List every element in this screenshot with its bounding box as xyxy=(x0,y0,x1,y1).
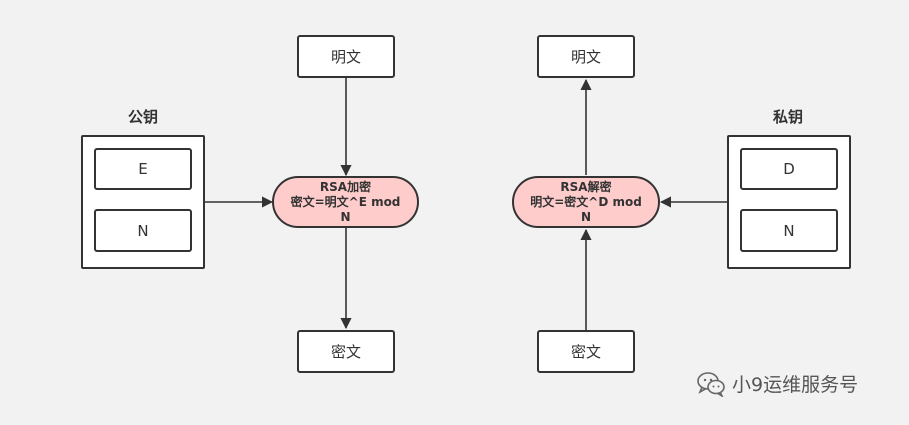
ciphertext-output-box: 密文 xyxy=(297,330,395,373)
rsa-decrypt-process: RSA解密 明文=密文^D mod N xyxy=(512,176,660,228)
encrypt-title: RSA加密 xyxy=(319,179,372,194)
key-n-private-box: N xyxy=(740,209,838,252)
encrypt-formula-modulus: N xyxy=(340,209,351,224)
watermark: 小9运维服务号 xyxy=(696,370,858,397)
key-e-box: E xyxy=(94,148,192,190)
key-d-box: D xyxy=(740,148,838,190)
encrypt-formula: 密文=明文^E mod xyxy=(290,194,401,209)
watermark-text: 小9运维服务号 xyxy=(732,374,859,396)
key-n-box: N xyxy=(94,209,192,252)
rsa-encrypt-process: RSA加密 密文=明文^E mod N xyxy=(272,176,419,228)
wechat-icon xyxy=(697,371,725,397)
private-key-title: 私钥 xyxy=(772,108,803,126)
plaintext-input-box: 明文 xyxy=(297,35,395,78)
decrypt-formula: 明文=密文^D mod xyxy=(530,194,642,209)
decrypt-title: RSA解密 xyxy=(560,179,612,194)
ciphertext-input-box: 密文 xyxy=(537,330,635,373)
plaintext-output-box: 明文 xyxy=(537,35,635,78)
public-key-title: 公钥 xyxy=(127,108,158,126)
decrypt-formula-modulus: N xyxy=(580,209,592,224)
